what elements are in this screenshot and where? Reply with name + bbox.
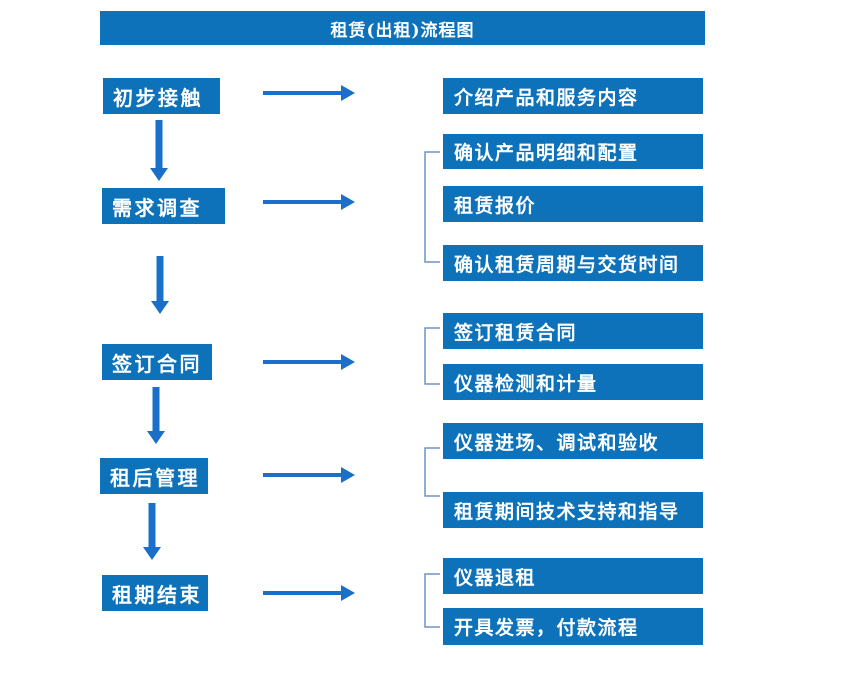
detail-box: 签订租赁合同	[443, 313, 703, 349]
step-box-needs-survey: 需求调查	[102, 188, 225, 224]
detail-label: 租赁期间技术支持和指导	[454, 500, 680, 523]
step-label: 租后管理	[110, 465, 200, 490]
down-arrow-icon	[143, 503, 161, 560]
group-bracket	[424, 327, 440, 385]
detail-box: 仪器检测和计量	[443, 364, 703, 400]
detail-box: 确认租赁周期与交货时间	[443, 245, 703, 281]
detail-box: 仪器进场、调试和验收	[443, 423, 703, 459]
detail-label: 开具发票，付款流程	[454, 617, 639, 639]
detail-box: 仪器退租	[443, 558, 703, 594]
detail-label: 仪器退租	[454, 566, 537, 589]
detail-label: 确认产品明细和配置	[454, 142, 639, 164]
detail-box: 开具发票，付款流程	[443, 608, 703, 645]
step-label: 签订合同	[112, 351, 202, 376]
step-box-initial-contact: 初步接触	[103, 78, 220, 114]
detail-label: 仪器进场、调试和验收	[454, 431, 660, 454]
down-arrow-icon	[150, 120, 168, 181]
detail-box: 租赁报价	[443, 186, 703, 222]
step-box-rental-end: 租期结束	[102, 575, 208, 611]
detail-box: 确认产品明细和配置	[443, 134, 703, 169]
detail-box: 介绍产品和服务内容	[443, 78, 703, 114]
step-label: 需求调查	[112, 195, 202, 220]
right-arrow-icon	[263, 585, 355, 601]
step-label: 租期结束	[112, 582, 202, 607]
right-arrow-icon	[263, 467, 355, 483]
group-bracket	[424, 573, 440, 628]
detail-label: 签订租赁合同	[454, 321, 578, 344]
down-arrow-icon	[147, 387, 165, 444]
detail-label: 确认租赁周期与交货时间	[454, 253, 680, 276]
detail-box: 租赁期间技术支持和指导	[443, 492, 703, 528]
detail-label: 仪器检测和计量	[454, 372, 598, 395]
down-arrow-icon	[151, 256, 169, 314]
flowchart-title-bar: 租赁(出租)流程图	[100, 11, 705, 45]
group-bracket	[424, 151, 440, 263]
right-arrow-icon	[263, 85, 355, 101]
step-box-sign-contract: 签订合同	[102, 344, 212, 380]
flowchart-title: 租赁(出租)流程图	[330, 20, 475, 41]
step-box-post-rental-management: 租后管理	[100, 458, 208, 494]
right-arrow-icon	[263, 354, 355, 370]
detail-label: 介绍产品和服务内容	[454, 86, 639, 109]
step-label: 初步接触	[113, 85, 203, 110]
detail-label: 租赁报价	[454, 194, 537, 217]
right-arrow-icon	[263, 194, 355, 210]
group-bracket	[424, 447, 440, 497]
